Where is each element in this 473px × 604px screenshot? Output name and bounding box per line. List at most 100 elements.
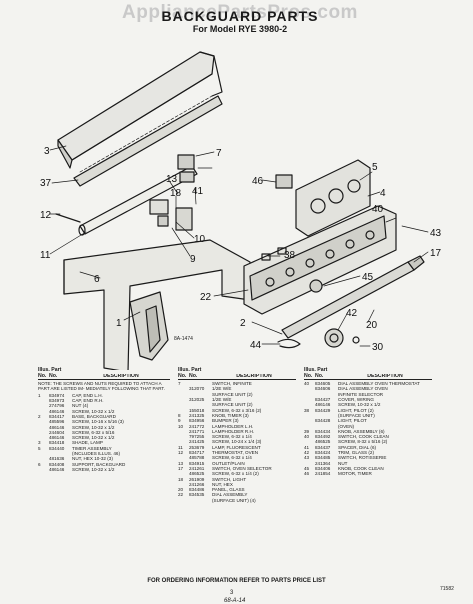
illus-number: 42 [304,450,310,456]
part-description: SCREW, 6-32 x 1/4 [212,434,252,440]
callout-2: 2 [240,318,246,329]
part-description: KNOB, COOK CLEAN [338,465,384,471]
parts-row: (INCLUDES ILLUS. 46) [38,451,170,456]
part-number: 834424 [315,450,331,456]
callout-30: 30 [372,342,384,353]
part-number: 797255 [189,434,205,440]
part-number: 312070 [189,386,205,392]
knob-part [309,279,323,293]
parts-row: SURFACE UNIT (2) [178,392,296,397]
thermostat-capillary [55,213,81,223]
part-number: 261909 [189,476,205,482]
part-number: 834427 [315,397,331,403]
part-description: KNOB, ASSEMBLY (6) [338,428,385,434]
callout-3: 3 [44,146,50,157]
part-description: SCREW, 10-32 x 1/2 [72,435,115,441]
illus-number [178,498,189,503]
illus-number: 38 [304,407,310,413]
part-description: PANEL, GLASS [212,487,245,493]
part-description: THERMOSTAT, OVEN [212,450,259,456]
part-description: SCREW, 10-32 x 1/2 [72,408,115,414]
parts-row: 486146 SCREW, 10-32 x 1/2 [38,435,170,440]
callout-12: 12 [40,210,52,221]
part-number: 241325 [189,412,205,418]
part-description: SCREW, 10-24 x 1/4 (3) [212,439,262,445]
part-number: 241854 [315,471,331,477]
illus-number: 6 [38,461,41,467]
col1-header-illus: Illus. Part [38,367,62,373]
col2-header-illus: Illus. Part [178,367,202,373]
part-description: COVER, WIRING [338,397,374,403]
part-number: 486146 [49,466,65,472]
parts-row: 834427 COVER, WIRING [304,397,432,402]
control-panel-part [243,205,397,315]
part-number: 834973 [49,398,65,404]
callout-5: 5 [372,162,378,173]
backguard-support-part [63,239,251,370]
part-description: NUT, HEX 10-32 (3) [72,456,113,462]
part-number: 486146 [315,402,331,408]
col1-header-no: No. [38,372,47,379]
part-number: 834434 [315,428,331,434]
part-description: TRIM, GLASS (2) [338,450,374,456]
col3-header: No. No. DESCRIPTION [304,372,432,381]
illus-number: 1 [38,392,41,398]
part-description: (SURFACE UNIT) (4) [212,497,256,503]
callout-45: 45 [362,272,374,283]
part-description: TIMER ASSEMBLY [72,445,112,451]
col3-header-partno: No. [315,372,324,379]
illus-number: 20 [178,487,184,493]
part-number: 834408 [49,461,65,467]
part-description: SURFACE UNIT (2) [212,402,253,408]
part-description: SWITCH, ROTISSERIE [338,455,387,461]
part-number: 485788 [189,455,205,461]
cook-clean-knob-part [324,328,360,348]
part-number: 834418 [49,440,65,446]
callout-17: 17 [430,248,442,259]
part-number: 486146 [49,435,65,441]
part-description: DIAL ASSEMBLY OVEN [338,386,388,392]
part-description: SWITCH, INFINITE [212,381,252,387]
infinite-switch-part [177,154,195,183]
illus-number: 9 [178,418,181,424]
part-description: SCREW, 6-32 x 1/4 (2) [212,471,259,477]
part-description: SCREW, 10-32 x 1/2 [338,402,381,408]
part-number: 834440 [49,445,65,451]
part-number: 155018 [189,407,205,413]
parts-row: (SURFACE UNIT) (4) [178,498,296,503]
part-description: NUT, HEX [212,481,233,487]
part-description: CAP, END R.H. [72,398,104,404]
illus-number: 11 [178,444,183,450]
clip-part [277,338,301,349]
part-number: 486146 [49,424,65,430]
illus-number: 45 [304,465,310,471]
callout-4: 4 [380,188,386,199]
callout-1: 1 [116,318,122,329]
illus-number: 12 [178,450,184,456]
col1-header: No. No. DESCRIPTION [38,372,170,381]
part-description: OUTLET/PLAIN [212,460,245,466]
part-number: 834717 [189,450,205,456]
part-description: (OVEN) [338,423,355,429]
callout-44: 44 [250,340,262,351]
illus-number: 43 [304,455,310,461]
callout-7: 7 [216,148,222,159]
part-number: 241261 [189,465,205,471]
